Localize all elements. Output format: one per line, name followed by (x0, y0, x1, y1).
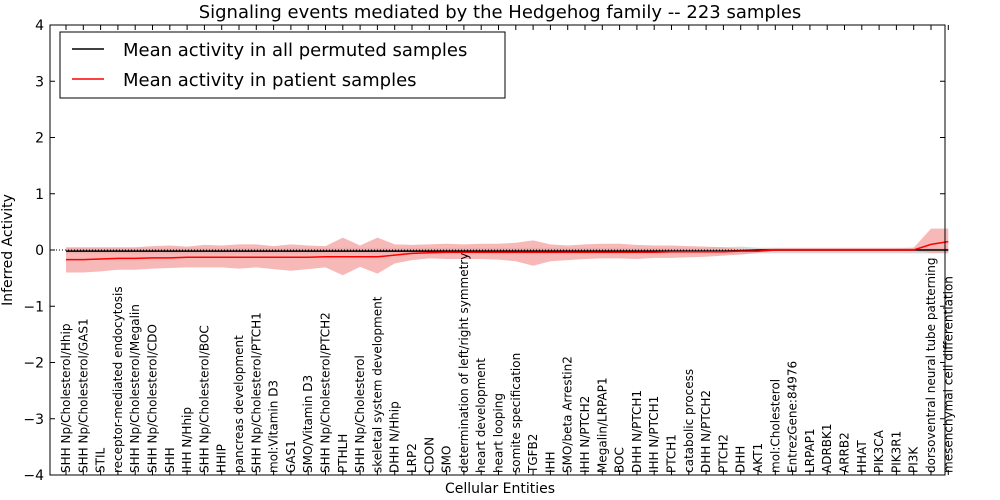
x-tick-label: SMO/Vitamin D3 (301, 375, 315, 473)
y-tick-label: 3 (35, 74, 44, 90)
x-tick-label: CDON (422, 437, 436, 473)
x-tick-label: mol:Cholesterol (768, 379, 782, 473)
x-tick-label: receptor-mediated endocytosis (111, 286, 125, 473)
x-tick-label: PTCH2 (716, 434, 730, 473)
y-tick-label: 4 (35, 18, 44, 34)
x-tick-label: ARRB2 (838, 432, 852, 473)
x-tick-label: SHH (163, 447, 177, 473)
x-tick-label: Megalin/LRPAP1 (595, 377, 609, 473)
x-tick-label: SMO (440, 446, 454, 473)
x-tick-label: dorsoventral neural tube patterning (924, 257, 938, 473)
x-tick-label: mesenchymal cell differentiation (941, 276, 955, 473)
x-tick-label: somite specification (509, 353, 523, 473)
chart-title: Signaling events mediated by the Hedgeho… (199, 2, 802, 23)
x-tick-label: heart development (474, 358, 488, 473)
legend-label-patient: Mean activity in patient samples (123, 70, 417, 91)
x-tick-label: DHH N/PTCH1 (630, 390, 644, 473)
x-tick-label: TGFB2 (526, 434, 540, 474)
x-tick-label: determination of left/right symmetry (457, 253, 471, 473)
x-tick-label: SHH Np/Cholesterol/GAS1 (76, 318, 90, 473)
y-tick-label: −3 (23, 412, 44, 428)
x-tick-label: mol:Vitamin D3 (267, 380, 281, 473)
x-tick-label: DHH N/Hhip (388, 401, 402, 473)
legend: Mean activity in all permuted samples Me… (59, 31, 506, 99)
y-tick-label: −2 (23, 356, 44, 372)
x-tick-label: SHH Np/Cholesterol/Megalin (128, 304, 142, 473)
x-tick-label: PIK3CA (872, 429, 886, 473)
x-tick-label: BOC (613, 447, 627, 473)
x-tick-label: SHH Np/Cholesterol/PTCH1 (249, 312, 263, 473)
x-tick-label: SHH Np/Cholesterol/CDO (146, 324, 160, 473)
x-tick-label: SHH Np/Cholesterol/BOC (197, 325, 211, 473)
x-tick-label: skeletal system development (370, 296, 384, 473)
y-tick-label: 0 (35, 243, 44, 259)
y-tick-label: −1 (23, 299, 44, 315)
x-tick-label: ADRBK1 (820, 423, 834, 473)
x-axis-label: Cellular Entities (445, 481, 555, 497)
x-tick-label: HHIP (215, 444, 229, 473)
series-lines (50, 240, 949, 261)
legend-label-permuted: Mean activity in all permuted samples (123, 40, 467, 61)
x-tick-label: IHH N/PTCH1 (647, 396, 661, 473)
x-tick-label: GAS1 (284, 440, 298, 473)
x-tick-label: LRP2 (405, 443, 419, 473)
x-tick-label: catabolic process (682, 369, 696, 473)
x-tick-label: IHH N/Hhip (180, 407, 194, 473)
x-tick-label: PTHLH (336, 434, 350, 473)
x-tick-label: heart looping (492, 393, 506, 473)
x-tick-label: SHH Np/Cholesterol/PTCH2 (319, 312, 333, 473)
y-tick-label: −4 (23, 468, 44, 484)
x-tick-label: PTCH1 (665, 434, 679, 473)
series-line-1 (66, 240, 949, 261)
x-tick-label: PIK3R1 (889, 431, 903, 473)
x-tick-label: SHH Np/Cholesterol/Hhip (59, 324, 73, 473)
y-axis-label: Inferred Activity (0, 194, 16, 306)
x-tick-label: pancreas development (232, 335, 246, 473)
x-tick-label: EntrezGene:84976 (786, 361, 800, 473)
x-tick-label: IHH (543, 451, 557, 473)
x-tick-label: STIL (94, 448, 108, 473)
x-tick-label: HHAT (855, 440, 869, 473)
x-tick-label: LRPAP1 (803, 428, 817, 473)
x-tick-label: DHH N/PTCH2 (699, 390, 713, 473)
x-tick-label: IHH N/PTCH2 (578, 396, 592, 473)
y-axis: −4 −3 −2 −1 0 1 2 3 4 (23, 18, 945, 484)
x-tick-label: AKT1 (751, 443, 765, 473)
x-tick-label: PI3K (907, 446, 921, 473)
plot-frame (49, 24, 946, 476)
x-tick-label: SHH Np/Cholesterol (353, 355, 367, 473)
x-tick-label: DHH (734, 446, 748, 473)
x-tick-label: SMO/beta Arrestin2 (561, 356, 575, 473)
legend-box (59, 31, 506, 99)
y-tick-label: 2 (35, 131, 44, 147)
y-tick-label: 1 (35, 187, 44, 203)
